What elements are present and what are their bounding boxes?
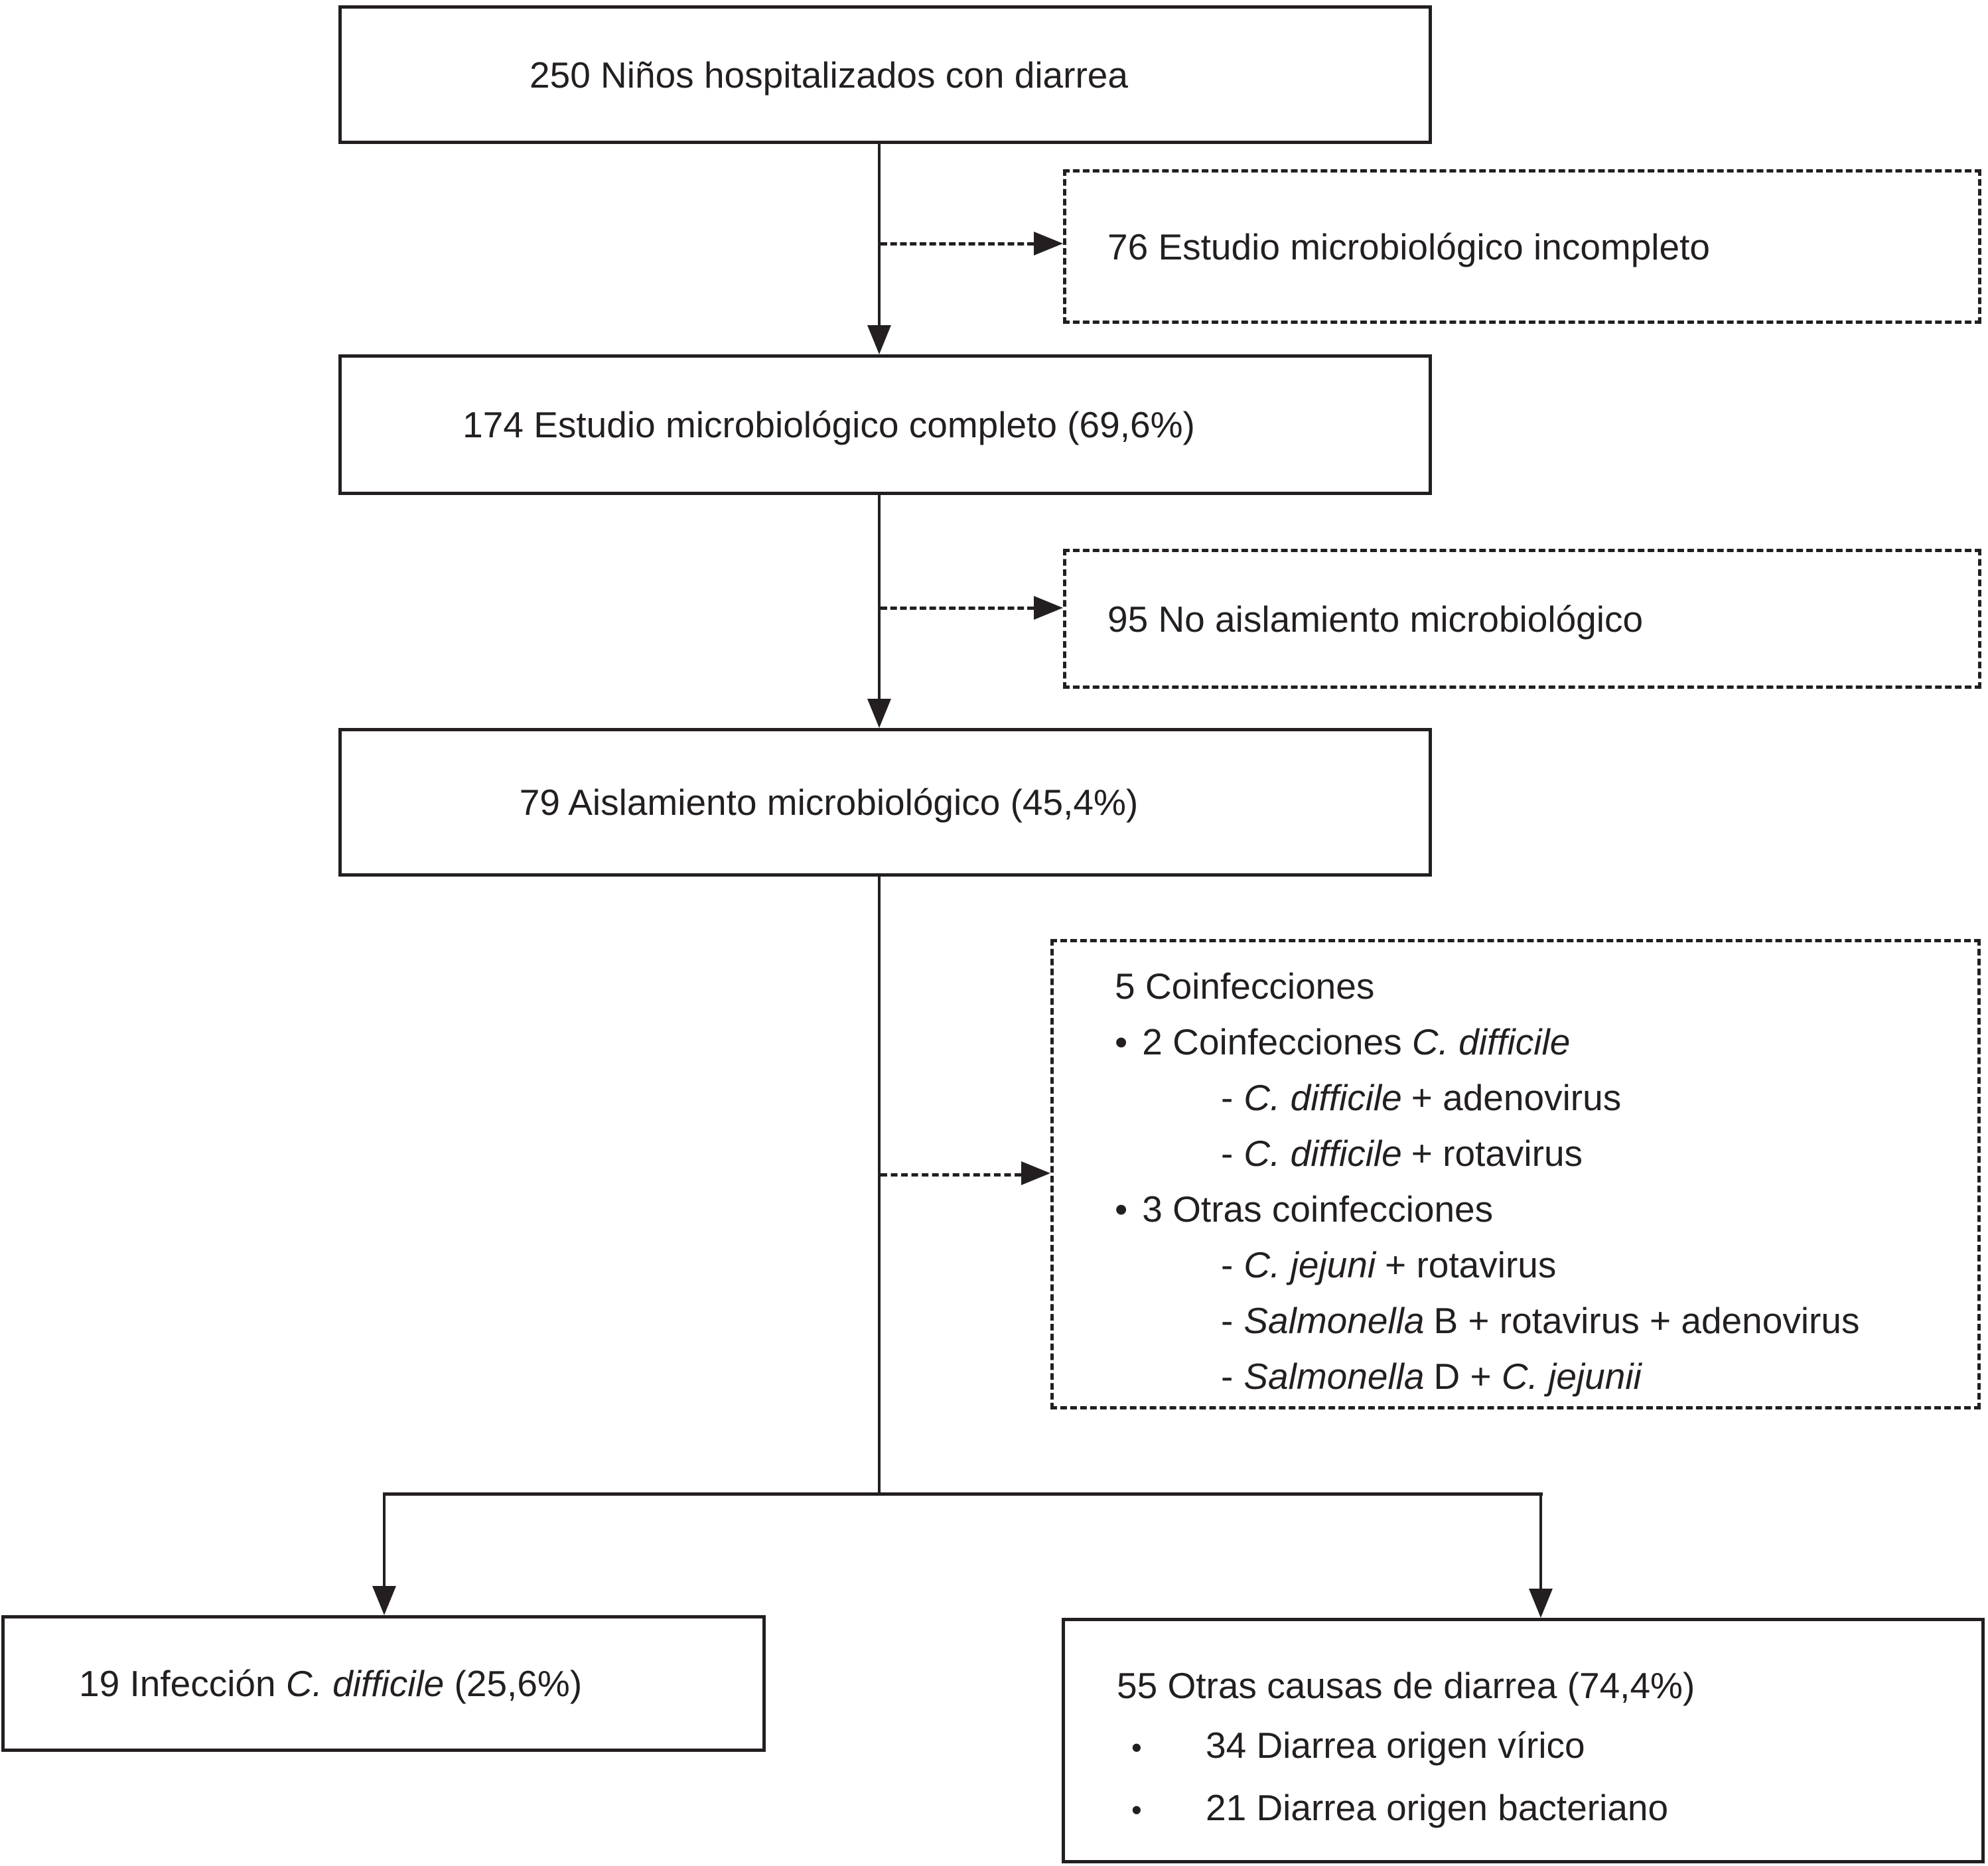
connector-complete-to-isolation	[878, 494, 881, 699]
coinfections-group-cdiff: •2 Coinfecciones C. difficile	[1054, 1014, 1977, 1070]
dash-icon: -	[1221, 1244, 1234, 1285]
box-cdiff-infection-label: 19 Infección C. difficile (25,6%)	[79, 1663, 583, 1704]
other-causes-title: 55 Otras causas de diarrea (74,4%)	[1117, 1665, 1695, 1706]
box-isolation: 79 Aislamiento microbiológico (45,4%)	[338, 728, 1432, 877]
other-causes-item-bacterial: •21 Diarrea origen bacteriano	[1065, 1778, 1981, 1840]
box-hospitalized-label: 250 Niños hospitalizados con diarrea	[530, 54, 1128, 96]
coinfection-item-cdiff-adenovirus: -C. difficile+ adenovirus	[1054, 1070, 1977, 1125]
box-coinfections: 5 Coinfecciones •2 Coinfecciones C. diff…	[1050, 939, 1981, 1409]
connector-dashed-to-incomplete	[881, 242, 1034, 246]
connector-split-to-cdiff	[383, 1492, 386, 1586]
bullet-icon: •	[1115, 1021, 1128, 1062]
connector-root-to-complete	[878, 143, 881, 325]
box-no-isolation-label: 95 No aislamiento microbiológico	[1107, 598, 1644, 640]
connector-split-to-other	[1539, 1492, 1542, 1589]
arrowhead-down-icon	[372, 1586, 396, 1615]
connector-dashed-to-no-isolation	[881, 607, 1034, 610]
dash-icon: -	[1221, 1356, 1234, 1397]
connector-split-bar	[383, 1492, 1543, 1496]
arrowhead-down-icon	[867, 325, 891, 354]
other-causes-item-viral: •34 Diarrea origen vírico	[1065, 1715, 1981, 1778]
dash-icon: -	[1221, 1300, 1234, 1341]
bullet-icon: •	[1131, 1731, 1142, 1764]
box-incomplete-study-label: 76 Estudio microbiológico incompleto	[1107, 226, 1710, 267]
coinfections-title: 5 Coinfecciones	[1115, 966, 1375, 1007]
box-isolation-label: 79 Aislamiento microbiológico (45,4%)	[519, 782, 1139, 823]
bullet-icon: •	[1115, 1188, 1128, 1230]
box-hospitalized-children: 250 Niños hospitalizados con diarrea	[338, 5, 1432, 144]
dash-icon: -	[1221, 1133, 1234, 1174]
arrowhead-down-icon	[867, 699, 891, 728]
box-incomplete-study: 76 Estudio microbiológico incompleto	[1063, 169, 1981, 324]
arrowhead-right-icon	[1034, 596, 1063, 620]
box-cdiff-infection: 19 Infección C. difficile (25,6%)	[1, 1615, 766, 1752]
coinfection-item-cjejuni-rotavirus: -C. jejuni+ rotavirus	[1054, 1237, 1977, 1293]
arrowhead-right-icon	[1034, 232, 1063, 255]
connector-dashed-to-coinfections	[881, 1173, 1021, 1177]
arrowhead-down-icon	[1529, 1589, 1553, 1618]
box-no-isolation: 95 No aislamiento microbiológico	[1063, 549, 1981, 689]
box-complete-study-label: 174 Estudio microbiológico completo (69,…	[462, 404, 1195, 445]
coinfection-item-cdiff-rotavirus: -C. difficile+ rotavirus	[1054, 1125, 1977, 1181]
box-other-causes: 55 Otras causas de diarrea (74,4%) •34 D…	[1062, 1618, 1985, 1863]
coinfections-group-others: •3 Otras coinfecciones	[1054, 1181, 1977, 1237]
connector-isolation-to-split	[878, 876, 881, 1495]
arrowhead-right-icon	[1021, 1161, 1050, 1185]
bullet-icon: •	[1131, 1793, 1142, 1827]
box-complete-study: 174 Estudio microbiológico completo (69,…	[338, 354, 1432, 495]
dash-icon: -	[1221, 1077, 1234, 1118]
